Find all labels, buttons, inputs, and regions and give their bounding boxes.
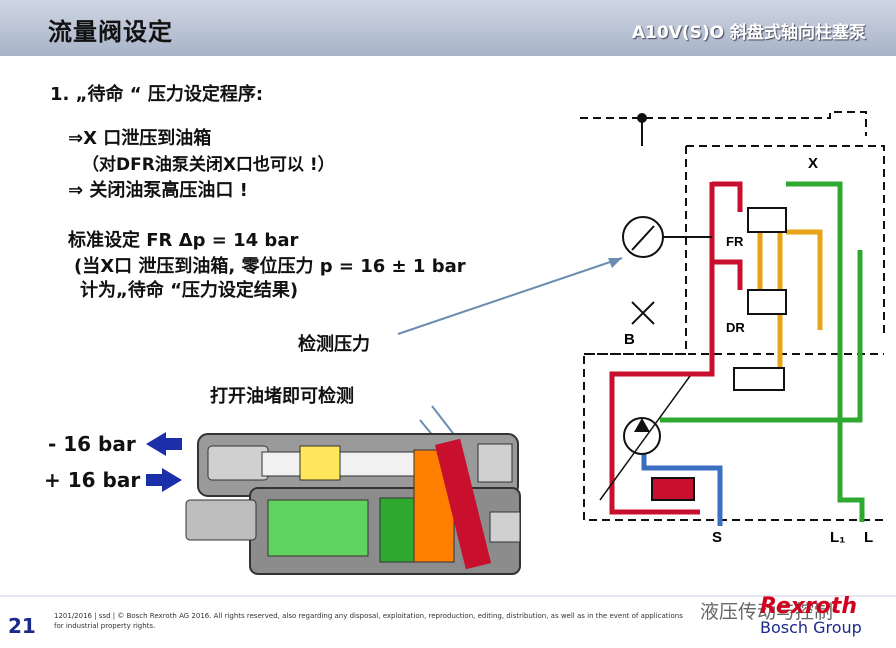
section-heading: 1. „待命 “ 压力设定程序: [50, 84, 264, 105]
hydraulic-schematic [580, 111, 885, 526]
label-fr: FR [726, 234, 744, 249]
text-line-2: （对DFR油泵关闭X口也可以 !） [82, 155, 335, 175]
plus-arrow-icon [146, 468, 182, 492]
text-line-6: 计为„待命 “压力设定结果) [80, 280, 299, 301]
page-subtitle: A10V(S)O 斜盘式轴向柱塞泵 [631, 23, 866, 43]
label-dr: DR [726, 320, 745, 335]
legal-notice: 1201/2016 | ssd | © Bosch Rexroth AG 201… [54, 612, 683, 630]
brand-group: Bosch Group [760, 618, 862, 637]
label-b: B [624, 331, 635, 348]
pointer-line [397, 257, 623, 335]
minus-bar-label: - 16 bar [48, 432, 136, 456]
plus-bar-label: + 16 bar [44, 468, 141, 492]
text-line-3: ⇒ 关闭油泵高压油口 ! [68, 180, 248, 201]
text-line-5: (当X口 泄压到油箱, 零位压力 p = 16 ± 1 bar [74, 256, 466, 277]
header-bar: 流量阀设定 A10V(S)O 斜盘式轴向柱塞泵 [0, 0, 896, 56]
open-plug-label: 打开油堵即可检测 [210, 386, 354, 407]
pointer-arrowhead-icon [608, 258, 622, 268]
brand-logo: Rexroth [760, 594, 858, 619]
text-line-1: ⇒X 口泄压到油箱 [68, 128, 212, 149]
valve-cutaway [185, 433, 521, 575]
label-l1: L₁ [830, 529, 845, 546]
label-s: S [712, 529, 722, 546]
page-title: 流量阀设定 [48, 18, 173, 46]
minus-arrow-icon [146, 432, 182, 456]
watermark-text: 液压传动与控制 [700, 601, 834, 623]
page-number: 21 [8, 614, 36, 638]
text-line-4: 标准设定 FR Δp = 14 bar [68, 230, 299, 251]
label-l: L [864, 529, 873, 546]
label-x: X [808, 155, 818, 172]
measure-pressure-label: 检测压力 [298, 334, 370, 355]
